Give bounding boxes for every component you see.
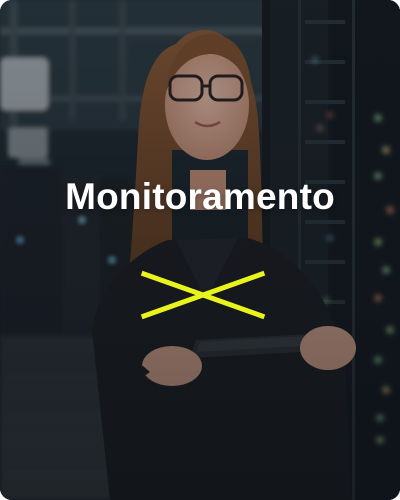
card-title: Monitoramento (65, 176, 335, 217)
cross-mark-icon (140, 270, 266, 320)
